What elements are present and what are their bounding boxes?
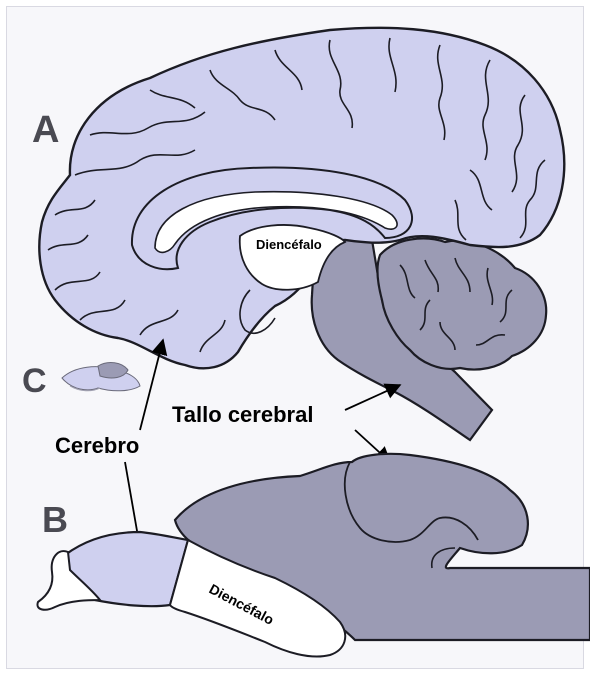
label-diencefalo-a: Diencéfalo <box>256 237 322 252</box>
arrow-cerebro-to-a <box>140 340 163 430</box>
label-cerebro: Cerebro <box>55 433 139 458</box>
panel-letter-a: A <box>32 109 59 151</box>
lateral-brain-b: Diencéfalo B <box>37 454 590 657</box>
arrow-tallo-to-a <box>345 385 400 410</box>
panel-letter-b: B <box>42 499 68 540</box>
label-tallo-cerebral: Tallo cerebral <box>172 402 313 427</box>
panel-letter-c: C <box>22 362 47 400</box>
small-brain-c: C <box>22 362 140 400</box>
